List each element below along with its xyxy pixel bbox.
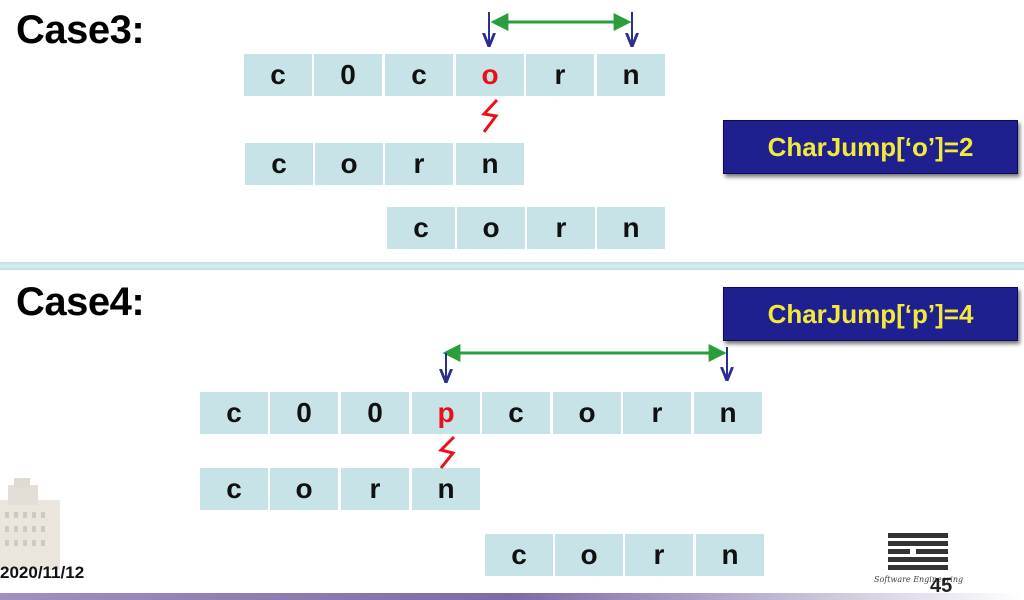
- case3-pattern-cell: n: [456, 143, 524, 185]
- case4-pattern-cell: o: [555, 534, 623, 576]
- case4-text-cell: c: [200, 392, 268, 434]
- case4-text-cell: r: [623, 392, 691, 434]
- case3-pattern-cell: o: [457, 207, 525, 249]
- case3-pattern-cell: c: [387, 207, 455, 249]
- case3-text-cell: c: [385, 54, 453, 96]
- case3-charjump-callout: CharJump[‘o’]=2: [723, 120, 1018, 174]
- case4-text-cell: c: [482, 392, 550, 434]
- case3-mismatch-cell: o: [456, 54, 524, 96]
- case4-mismatch-mark: [438, 435, 456, 469]
- case3-mismatch-mark: [481, 98, 499, 133]
- case3-text-cell: r: [526, 54, 594, 96]
- case3-pattern-cell: c: [245, 143, 313, 185]
- case3-pattern-cell: r: [527, 207, 595, 249]
- section-divider: [0, 262, 1024, 270]
- case4-charjump-callout: CharJump[‘p’]=4: [723, 287, 1018, 341]
- footer-date: 2020/11/12: [0, 563, 85, 582]
- case3-pattern-cell: n: [597, 207, 665, 249]
- case4-title: Case4:: [16, 280, 145, 324]
- case3-text-cell: c: [244, 54, 312, 96]
- case4-pattern-cell: o: [270, 468, 338, 510]
- case4-text-cell: n: [694, 392, 762, 434]
- case4-text-cell: 0: [341, 392, 409, 434]
- case3-pattern-cell: r: [385, 143, 453, 185]
- case4-mismatch-cell: p: [412, 392, 480, 434]
- case3-title: Case3:: [16, 8, 145, 52]
- brand-text: Software Engineering: [874, 575, 964, 584]
- footer-bar: [0, 593, 1024, 600]
- case3-text-cell: n: [597, 54, 665, 96]
- case4-pattern-cell: r: [625, 534, 693, 576]
- case4-pattern-cell: c: [200, 468, 268, 510]
- case4-pattern-cell: n: [696, 534, 764, 576]
- case4-pattern-cell: r: [341, 468, 409, 510]
- case4-text-cell: o: [553, 392, 621, 434]
- page-number: 45: [930, 575, 953, 597]
- case4-pattern-cell: c: [485, 534, 553, 576]
- case3-pattern-cell: o: [315, 143, 383, 185]
- case3-text-cell: 0: [314, 54, 382, 96]
- case4-text-cell: 0: [270, 392, 338, 434]
- case4-pattern-cell: n: [412, 468, 480, 510]
